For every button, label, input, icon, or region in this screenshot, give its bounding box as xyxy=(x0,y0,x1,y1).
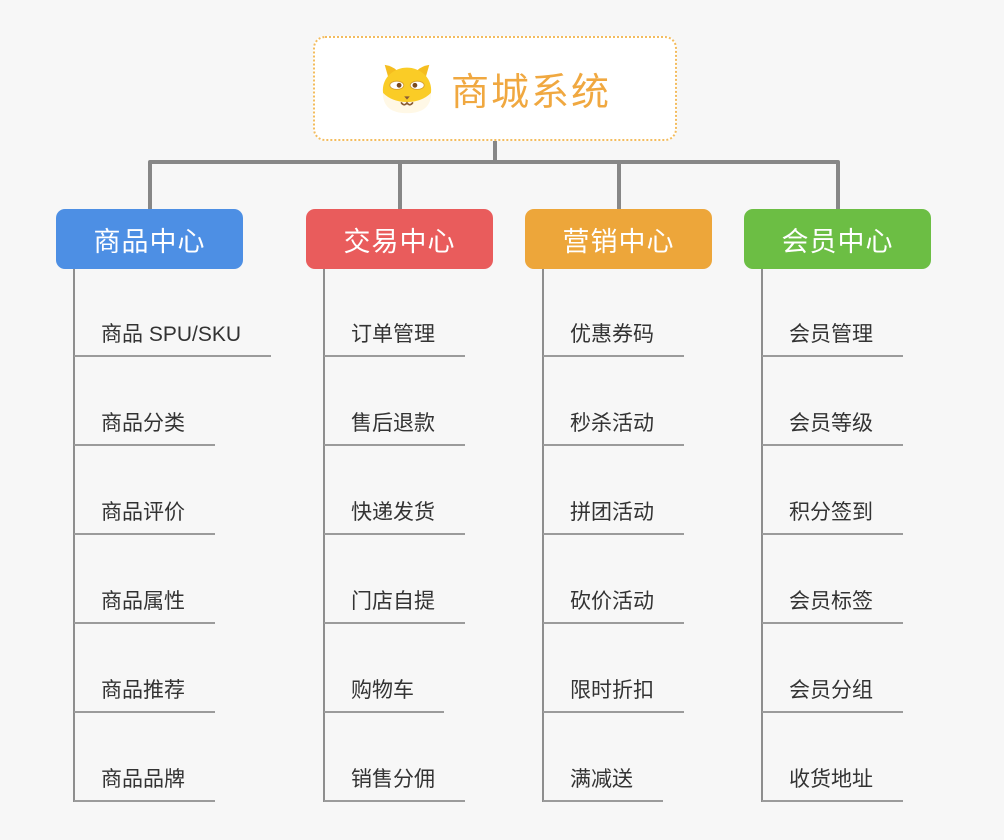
branch-node-trade-center[interactable]: 交易中心 xyxy=(306,209,493,269)
child-item-marketing-center-4[interactable]: 限时折扣 xyxy=(543,674,684,713)
child-item-trade-center-4[interactable]: 购物车 xyxy=(324,674,444,713)
branch-drop-connector xyxy=(148,162,152,209)
branch-node-marketing-center[interactable]: 营销中心 xyxy=(525,209,712,269)
child-item-marketing-center-1[interactable]: 秒杀活动 xyxy=(543,407,684,446)
child-branch-line xyxy=(761,269,763,802)
child-item-member-center-1[interactable]: 会员等级 xyxy=(762,407,903,446)
branch-drop-connector xyxy=(617,162,621,209)
branch-drop-connector xyxy=(398,162,402,209)
child-item-product-center-3[interactable]: 商品属性 xyxy=(74,585,215,624)
root-title: 商城系统 xyxy=(450,72,611,114)
child-item-marketing-center-5[interactable]: 满减送 xyxy=(543,763,663,802)
child-item-product-center-1[interactable]: 商品分类 xyxy=(74,407,215,446)
child-item-trade-center-1[interactable]: 售后退款 xyxy=(324,407,465,446)
branch-node-member-center[interactable]: 会员中心 xyxy=(744,209,931,269)
child-item-marketing-center-2[interactable]: 拼团活动 xyxy=(543,496,684,535)
root-stem-connector xyxy=(493,139,497,162)
child-item-marketing-center-0[interactable]: 优惠券码 xyxy=(543,318,684,357)
branch-drop-connector xyxy=(836,162,840,209)
child-branch-line xyxy=(73,269,75,802)
child-item-product-center-4[interactable]: 商品推荐 xyxy=(74,674,215,713)
branch-label: 交易中心 xyxy=(343,226,456,257)
child-item-member-center-0[interactable]: 会员管理 xyxy=(762,318,903,357)
branch-label: 会员中心 xyxy=(781,226,894,257)
child-item-product-center-5[interactable]: 商品品牌 xyxy=(74,763,215,802)
child-branch-line xyxy=(323,269,325,802)
child-item-trade-center-3[interactable]: 门店自提 xyxy=(324,585,465,624)
child-item-member-center-4[interactable]: 会员分组 xyxy=(762,674,903,713)
child-item-product-center-0[interactable]: 商品 SPU/SKU xyxy=(74,318,272,357)
branch-node-product-center[interactable]: 商品中心 xyxy=(56,209,243,269)
child-item-member-center-3[interactable]: 会员标签 xyxy=(762,585,903,624)
child-item-marketing-center-3[interactable]: 砍价活动 xyxy=(543,585,684,624)
child-item-product-center-2[interactable]: 商品评价 xyxy=(74,496,215,535)
child-item-trade-center-0[interactable]: 订单管理 xyxy=(324,318,465,357)
branch-connector-bar xyxy=(148,160,840,164)
child-item-trade-center-5[interactable]: 销售分佣 xyxy=(324,763,465,802)
child-item-member-center-2[interactable]: 积分签到 xyxy=(762,496,903,535)
root-node[interactable]: 商城系统 xyxy=(313,36,677,141)
branch-label: 营销中心 xyxy=(562,226,675,257)
child-branch-line xyxy=(542,269,544,802)
child-item-trade-center-2[interactable]: 快递发货 xyxy=(324,496,465,535)
branch-label: 商品中心 xyxy=(93,226,206,257)
shiba-dog-icon xyxy=(379,63,435,115)
child-item-member-center-5[interactable]: 收货地址 xyxy=(762,763,903,802)
